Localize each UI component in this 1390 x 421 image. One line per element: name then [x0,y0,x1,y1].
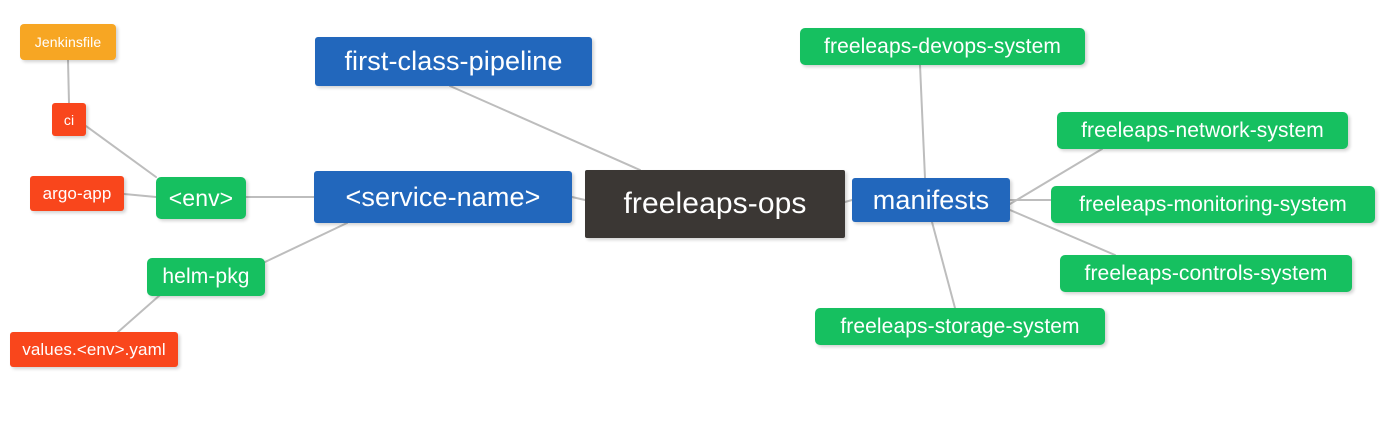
edge-root-to-manifests [844,199,853,203]
node-ci[interactable]: ci [52,103,86,136]
node-env[interactable]: <env> [156,177,246,219]
edge-jenkinsfile-to-ci [67,59,70,104]
edge-pipeline-to-root [449,85,641,171]
edge-manifests-to-storage [931,221,956,309]
edge-helm-pkg-to-values-yaml [117,294,161,333]
node-manifests[interactable]: manifests [852,178,1010,222]
node-storage[interactable]: freeleaps-storage-system [815,308,1105,345]
node-helm-pkg[interactable]: helm-pkg [147,258,265,296]
node-service-name[interactable]: <service-name> [314,171,572,223]
node-network[interactable]: freeleaps-network-system [1057,112,1348,149]
edge-argo-app-to-env [123,193,157,198]
node-devops[interactable]: freeleaps-devops-system [800,28,1085,65]
node-jenkinsfile[interactable]: Jenkinsfile [20,24,116,60]
edge-service-name-to-helm-pkg [264,222,348,263]
node-values-yaml[interactable]: values.<env>.yaml [10,332,178,367]
edge-service-name-to-root [571,196,586,201]
edge-ci-to-env [85,125,157,178]
node-root[interactable]: freeleaps-ops [585,170,845,238]
node-controls[interactable]: freeleaps-controls-system [1060,255,1352,292]
node-monitoring[interactable]: freeleaps-monitoring-system [1051,186,1375,223]
node-argo-app[interactable]: argo-app [30,176,124,211]
node-pipeline[interactable]: first-class-pipeline [315,37,592,86]
edge-manifests-to-devops [919,64,926,179]
